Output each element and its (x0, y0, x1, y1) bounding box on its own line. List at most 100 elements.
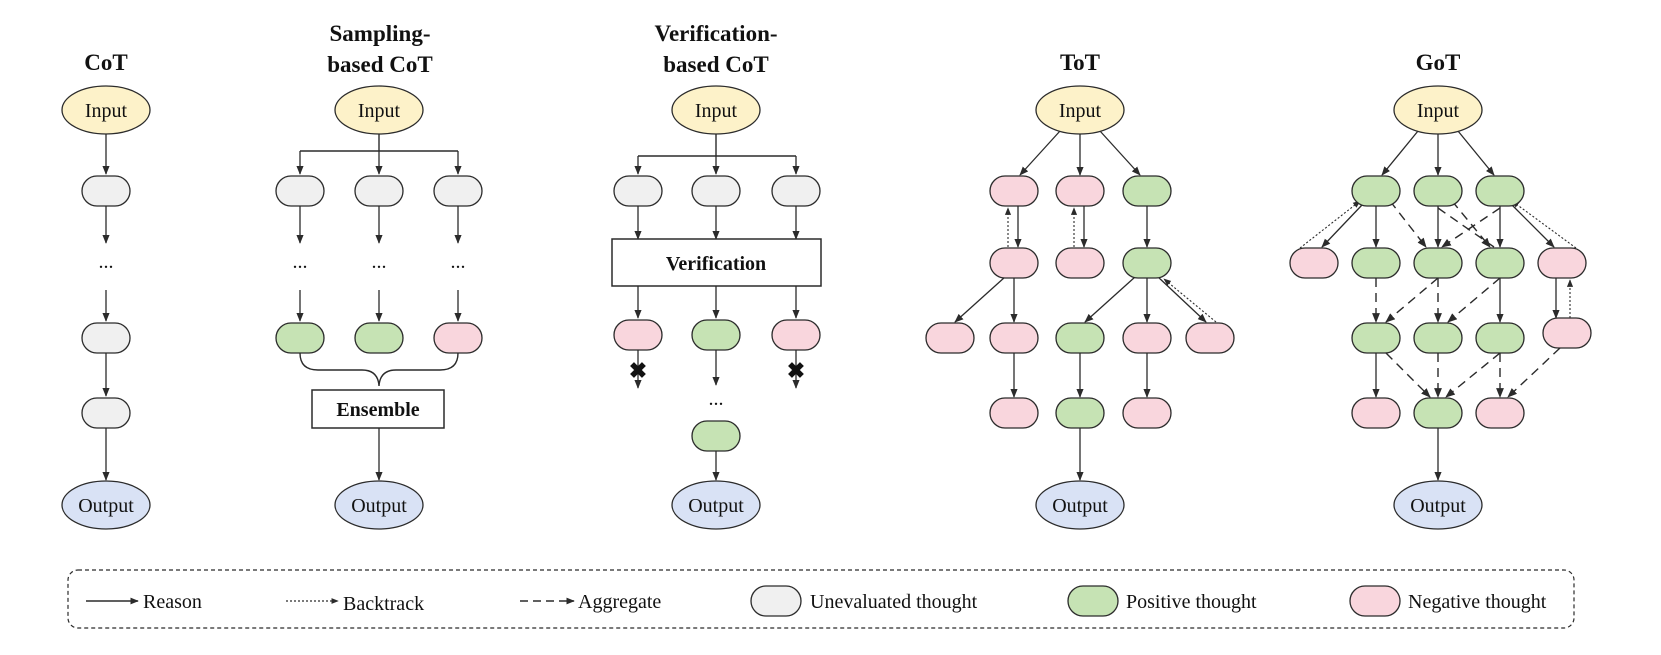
title-got: GoT (1416, 50, 1461, 75)
sampling-output-label: Output (351, 495, 407, 517)
legend-negative-swatch (1349, 585, 1401, 617)
legend-aggregate-label: Aggregate (578, 591, 661, 613)
ensemble-box (311, 389, 445, 429)
tot-input-node (1035, 85, 1125, 135)
negative-thought-node-13 (613, 319, 663, 351)
aggregate-edge-59 (1437, 207, 1495, 248)
ellipsis-sampling-3: ... (451, 251, 466, 273)
title-sampling-line1: Sampling- (330, 21, 431, 46)
reason-edge-49 (1457, 130, 1495, 176)
positive-thought-node-41 (1475, 322, 1525, 354)
reason-edge-39 (1084, 276, 1136, 323)
aggregate-edge-57 (1389, 200, 1427, 248)
reason-edge-31 (1099, 130, 1141, 176)
positive-thought-node-39 (1351, 322, 1401, 354)
title-tot: ToT (1060, 50, 1100, 75)
unevaluated-thought-node-6 (433, 175, 483, 207)
legend-backtrack-label: Backtrack (343, 593, 424, 615)
negative-thought-node-28 (989, 397, 1039, 429)
positive-thought-node-22 (1122, 247, 1172, 279)
cot-input-node (61, 85, 151, 135)
got-output-label: Output (1410, 495, 1466, 517)
positive-thought-node-35 (1351, 247, 1401, 279)
reason-edge-47 (1381, 130, 1419, 176)
reason-edge-50 (1321, 204, 1363, 248)
cot-output-label: Output (78, 495, 134, 517)
aggregate-edge-65 (1447, 277, 1501, 323)
negative-thought-node-45 (1475, 397, 1525, 429)
title-verification-line1: Verification- (654, 21, 777, 46)
backtrack-edge-42 (1163, 278, 1217, 323)
aggregate-edge-69 (1385, 352, 1431, 398)
positive-thought-node-29 (1055, 397, 1105, 429)
negative-thought-node-9 (433, 322, 483, 354)
cot-output-node (61, 480, 151, 530)
tot-output-node (1035, 480, 1125, 530)
negative-thought-node-27 (1185, 322, 1235, 354)
positive-thought-node-7 (275, 322, 325, 354)
reason-edge-54 (1511, 204, 1555, 248)
got-output-node (1393, 480, 1483, 530)
reject-mark-left: ✖ (629, 358, 647, 383)
edges-layer (102, 130, 1577, 481)
verification-label: Verification (666, 253, 766, 275)
negative-thought-node-34 (1289, 247, 1339, 279)
aggregate-edge-73 (1507, 347, 1561, 398)
ellipsis-cot: ... (99, 251, 114, 273)
reject-mark-right: ✖ (787, 358, 805, 383)
unevaluated-thought-node-12 (771, 175, 821, 207)
legend-unevaluated-label: Unevaluated thought (810, 591, 978, 613)
positive-thought-node-31 (1351, 175, 1401, 207)
unevaluated-thought-node-10 (613, 175, 663, 207)
unevaluated-thought-node-2 (81, 322, 131, 354)
title-cot: CoT (84, 50, 127, 75)
got-input-label: Input (1417, 100, 1460, 122)
unevaluated-thought-node-4 (275, 175, 325, 207)
aggregate-edge-60 (1441, 207, 1501, 248)
sampling-input-node (334, 85, 424, 135)
positive-thought-node-44 (1413, 397, 1463, 429)
ellipsis-verification: ... (709, 388, 724, 410)
reason-edge-41 (1156, 275, 1207, 323)
got-input-node (1393, 85, 1483, 135)
negative-thought-node-30 (1122, 397, 1172, 429)
legend-negative-label: Negative thought (1408, 591, 1547, 613)
reason-edge-37 (954, 276, 1006, 323)
verification-output-label: Output (688, 495, 744, 517)
reason-edge-29 (1019, 130, 1061, 176)
legend-positive-swatch (1067, 585, 1119, 617)
negative-thought-node-20 (989, 247, 1039, 279)
cot-input-label: Input (85, 100, 128, 122)
negative-thought-node-24 (989, 322, 1039, 354)
positive-thought-node-32 (1413, 175, 1463, 207)
positive-thought-node-19 (1122, 175, 1172, 207)
positive-thought-node-8 (354, 322, 404, 354)
negative-thought-node-26 (1122, 322, 1172, 354)
ellipsis-sampling-1: ... (293, 251, 308, 273)
positive-thought-node-25 (1055, 322, 1105, 354)
positive-thought-node-40 (1413, 322, 1463, 354)
unevaluated-thought-node-3 (81, 397, 131, 429)
negative-thought-node-18 (1055, 175, 1105, 207)
legend-unevaluated-swatch (750, 585, 802, 617)
negative-thought-node-17 (989, 175, 1039, 207)
verification-output-node (671, 480, 761, 530)
unevaluated-thought-node-1 (81, 175, 131, 207)
positive-thought-node-16 (691, 420, 741, 452)
negative-thought-node-21 (1055, 247, 1105, 279)
verification-input-label: Input (695, 100, 738, 122)
sampling-ensemble-brace (299, 352, 459, 387)
negative-thought-node-38 (1537, 247, 1587, 279)
unevaluated-thought-node-5 (354, 175, 404, 207)
backtrack-edge-56 (1511, 200, 1577, 249)
sampling-input-label: Input (358, 100, 401, 122)
positive-thought-node-37 (1475, 247, 1525, 279)
title-sampling-line2: based CoT (327, 52, 432, 77)
positive-thought-node-14 (691, 319, 741, 351)
negative-thought-node-42 (1542, 317, 1592, 349)
positive-thought-node-36 (1413, 247, 1463, 279)
tot-output-label: Output (1052, 495, 1108, 517)
positive-thought-node-33 (1475, 175, 1525, 207)
